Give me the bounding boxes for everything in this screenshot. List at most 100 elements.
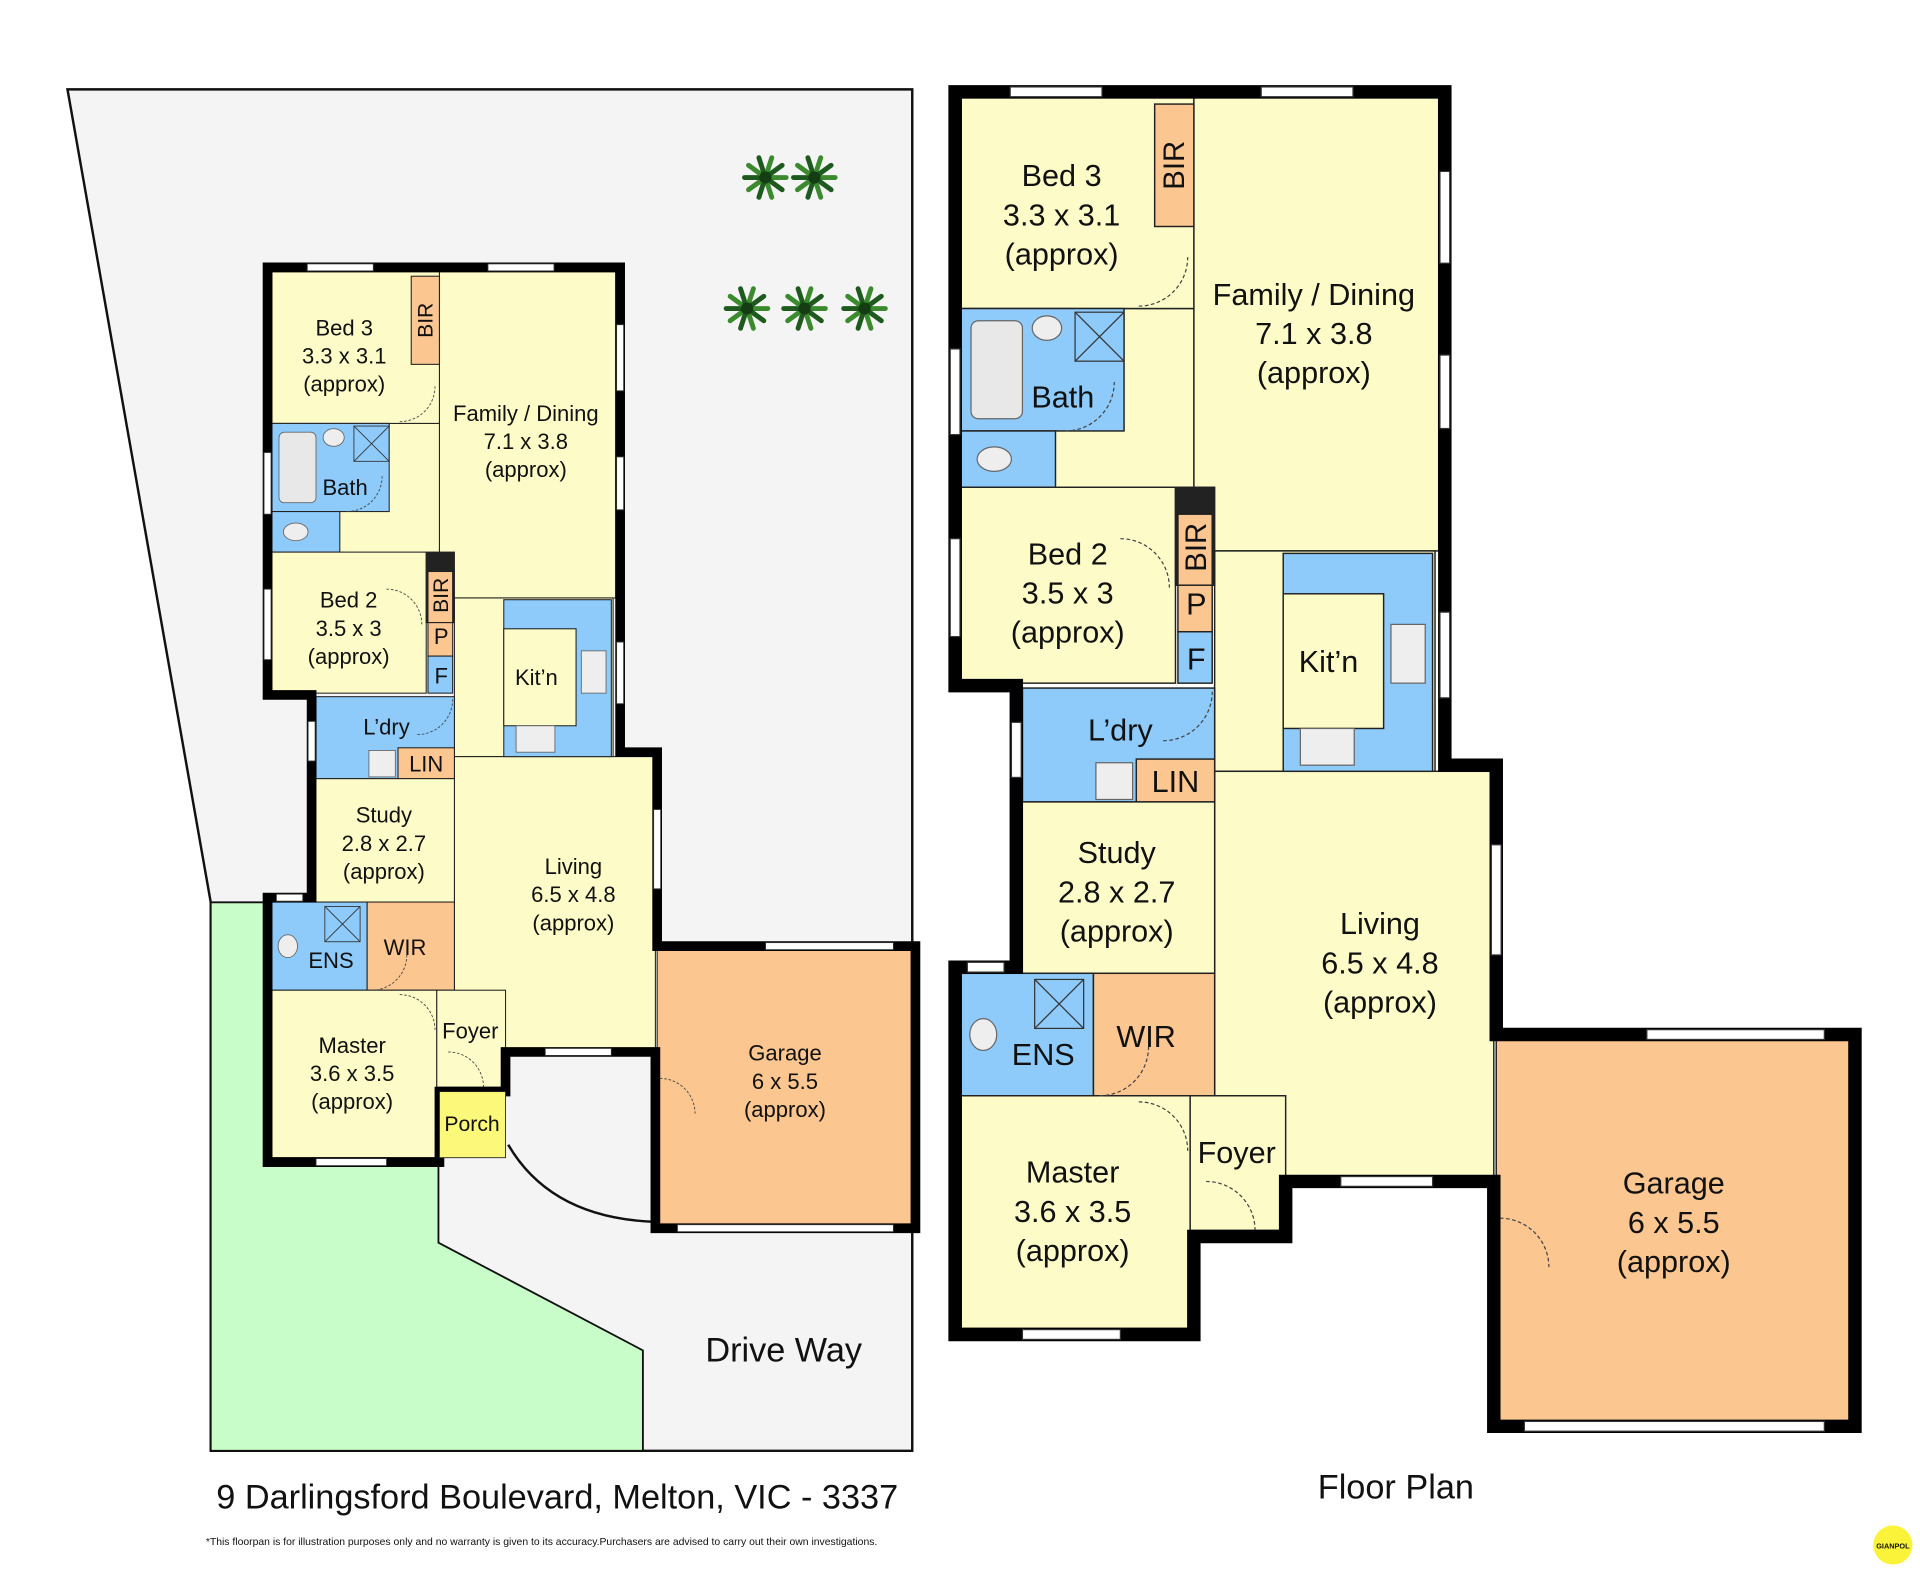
site-room-label-family: (approx) — [485, 457, 567, 482]
door-swing — [1163, 691, 1213, 742]
door-swing — [1499, 1217, 1550, 1268]
sink-icon — [580, 650, 607, 694]
site-bed-2 — [271, 551, 427, 694]
window — [307, 720, 316, 762]
room-label-living: Living — [1340, 907, 1420, 941]
laundry-tub-icon — [1095, 762, 1134, 801]
site-room-label-master: (approx) — [311, 1089, 393, 1114]
tree-icon — [723, 286, 771, 331]
site-room-label-bed3: (approx) — [303, 372, 385, 397]
door-swing — [399, 386, 436, 423]
room-label-study: 2.8 x 2.7 — [1058, 875, 1175, 909]
room-label-garage: Garage — [1623, 1167, 1725, 1201]
shower-icon — [353, 425, 390, 462]
site-room-label-foyer: Foyer — [442, 1019, 498, 1044]
shower-icon — [1034, 978, 1085, 1030]
window — [1021, 1328, 1121, 1340]
site-room-label-bed3: Bed 3 — [315, 315, 373, 340]
window — [275, 893, 304, 902]
door-swing — [1065, 381, 1115, 432]
trees — [723, 155, 888, 331]
tree-icon — [742, 155, 789, 200]
site-room-label-ensuite: ENS — [308, 948, 353, 973]
site-room-label-bed2: 3.5 x 3 — [316, 616, 382, 641]
basin-icon — [969, 1018, 998, 1052]
window — [306, 263, 374, 272]
site-room-label-fridge: F — [434, 663, 447, 688]
laundry-tub-icon — [368, 750, 396, 778]
room-label-study: Study — [1078, 836, 1157, 870]
window — [1439, 611, 1451, 699]
window — [1260, 86, 1354, 98]
toilet-icon — [976, 446, 1013, 472]
site-kitchen-floor — [503, 628, 577, 727]
site-room-label-master: Master — [319, 1033, 386, 1058]
room-label-family: 7.1 x 3.8 — [1255, 317, 1372, 351]
site-room-label-master: 3.6 x 3.5 — [310, 1061, 394, 1086]
fridge — [1177, 631, 1213, 684]
basin-icon — [322, 428, 345, 447]
sink-icon — [1390, 623, 1426, 684]
window — [1009, 86, 1103, 98]
kitchen-floor — [1282, 593, 1385, 730]
site-room-label-living: Living — [545, 854, 603, 879]
room-label-bed2: Bed 2 — [1028, 537, 1108, 571]
site-room-label-linen: LIN — [409, 752, 443, 777]
site-porch — [438, 1091, 506, 1159]
door-swing — [371, 954, 408, 991]
site-room-label-garage: (approx) — [744, 1097, 826, 1122]
window — [653, 809, 662, 890]
room-label-bed2: (approx) — [1011, 616, 1125, 650]
room-label-bed3: Bed 3 — [1022, 159, 1102, 193]
site-garage — [656, 948, 914, 1229]
room-label-master: (approx) — [1016, 1234, 1130, 1268]
tree-icon — [781, 286, 828, 331]
bathtub-icon — [970, 320, 1024, 420]
bir-bed3 — [1153, 103, 1195, 228]
site-room-label-kitchen: Kit’n — [515, 665, 558, 690]
site-room-label-laundry: L’dry — [363, 715, 410, 740]
basin-icon — [277, 934, 298, 959]
room-label-wir: WIR — [1116, 1020, 1175, 1054]
site-room-label-bir: BIR — [430, 578, 453, 613]
window — [949, 348, 961, 436]
window — [616, 641, 625, 705]
window — [616, 324, 625, 392]
site-family-dining — [438, 271, 617, 599]
site-room-label-wir: WIR — [384, 935, 427, 960]
door-swing — [1120, 538, 1170, 588]
site-room-label-pantry: P — [434, 624, 449, 649]
window — [1439, 170, 1451, 264]
driveway-label: Drive Way — [705, 1331, 863, 1369]
room-label-bed3: (approx) — [1005, 237, 1119, 271]
room-label-family: Family / Dining — [1213, 278, 1415, 312]
site-room-label-family: 7.1 x 3.8 — [484, 429, 568, 454]
window — [487, 263, 555, 272]
window — [1646, 1029, 1825, 1041]
room-label-study: (approx) — [1060, 914, 1174, 948]
room-label-garage: 6 x 5.5 — [1628, 1206, 1720, 1240]
tree-icon — [841, 286, 888, 331]
site-room-label-bir: BIR — [414, 303, 437, 338]
window — [949, 538, 961, 638]
window — [1439, 354, 1451, 430]
room-label-pantry: P — [1186, 588, 1206, 622]
window — [1490, 844, 1502, 956]
door-swing — [417, 699, 454, 736]
site-room-label-study: 2.8 x 2.7 — [342, 831, 426, 856]
room-label-family: (approx) — [1257, 356, 1371, 390]
room-label-bed2: 3.5 x 3 — [1022, 577, 1114, 611]
bed-2 — [960, 486, 1177, 684]
bathtub-icon — [278, 431, 317, 504]
site-foyer — [436, 989, 507, 1088]
family-dining — [1193, 97, 1440, 552]
site-room-label-study: Study — [356, 803, 412, 828]
window — [676, 1224, 894, 1233]
door-swing — [1138, 1101, 1189, 1151]
pantry — [1177, 584, 1213, 633]
cooktop-icon — [1299, 727, 1355, 766]
master — [960, 1095, 1191, 1330]
door-swing — [1099, 1046, 1150, 1097]
site-master — [271, 989, 438, 1159]
window — [544, 1047, 612, 1056]
